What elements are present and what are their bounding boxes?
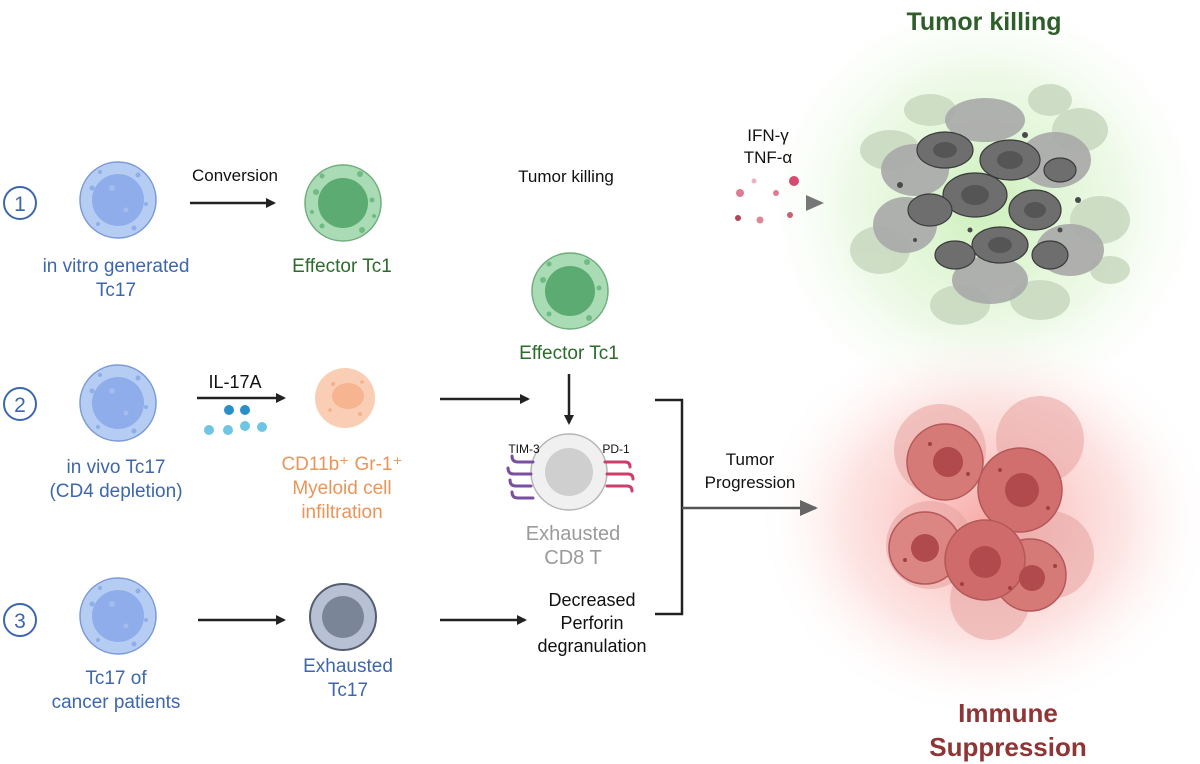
row3-outcome-line3: degranulation [537, 636, 646, 656]
heading-immune-line1: Immune [958, 698, 1058, 728]
row-number-3: 3 [3, 603, 37, 637]
row2-myeloid-line1: CD11b⁺ Gr-1⁺ [281, 454, 402, 475]
row2-source-line2: (CD4 depletion) [49, 481, 182, 502]
pd1-receptor-icon [603, 460, 635, 493]
row1-source-line2: Tc17 [96, 280, 136, 301]
row-number-2: 2 [3, 387, 37, 421]
row1-arrow-label: Conversion [192, 166, 278, 185]
row1-source-line1: in vitro generated [43, 256, 190, 277]
tim3-receptor-icon [506, 454, 535, 500]
row2-source-line1: in vivo Tc17 [67, 457, 166, 478]
receptor-label-tim3: TIM-3 [508, 442, 540, 456]
row1-cytokines-line2: TNF-α [744, 148, 793, 167]
tc17-cell-icon [79, 577, 157, 655]
row1-outcome-label: Tumor killing [518, 167, 614, 186]
exhausted-cd8-cell-icon [530, 433, 608, 511]
row3-outcome-line2: Perforin [560, 613, 623, 633]
heading-immune-line2: Suppression [929, 732, 1086, 762]
il17a-dots-icon [204, 405, 267, 435]
row2-myeloid-line3: infiltration [301, 502, 382, 523]
row3-product-line2: Tc17 [328, 680, 368, 701]
tc17-cell-icon [79, 161, 157, 239]
row3-source-line2: cancer patients [52, 692, 181, 713]
tc17-cell-icon [79, 364, 157, 442]
row2-effector-label: Effector Tc1 [519, 343, 619, 364]
svg-text:1: 1 [14, 193, 26, 216]
row-number-1: 1 [3, 186, 37, 220]
progression-bracket [655, 398, 684, 616]
cytokine-dots-icon [735, 176, 799, 224]
row2-myeloid-line2: Myeloid cell [292, 478, 391, 499]
row3-outcome-line1: Decreased [548, 590, 635, 610]
row2-arrow-label: IL-17A [208, 372, 261, 392]
progression-line2: Progression [705, 473, 796, 492]
svg-text:2: 2 [14, 394, 26, 417]
row1-killing-arrow-head [806, 195, 824, 211]
growing-tumor-icon [886, 396, 1094, 640]
exhausted-cd8-line2: CD8 T [544, 547, 601, 569]
receptor-label-pd1: PD-1 [602, 442, 630, 456]
svg-text:3: 3 [14, 610, 26, 633]
row3-product-line1: Exhausted [303, 656, 393, 677]
myeloid-cell-icon [315, 368, 375, 428]
effector-tc1-cell-icon [304, 164, 382, 242]
dying-tumor-icon [850, 84, 1130, 325]
row3-source-line1: Tc17 of [85, 668, 147, 689]
row1-cytokines-line1: IFN-γ [747, 126, 789, 145]
effector-tc1-cell-icon [531, 252, 609, 330]
progression-line1: Tumor [726, 450, 775, 469]
heading-tumor-killing: Tumor killing [906, 8, 1061, 36]
exhausted-cd8-line1: Exhausted [526, 523, 621, 545]
row1-product-label: Effector Tc1 [292, 256, 392, 277]
exhausted-tc17-cell-icon [309, 583, 377, 651]
